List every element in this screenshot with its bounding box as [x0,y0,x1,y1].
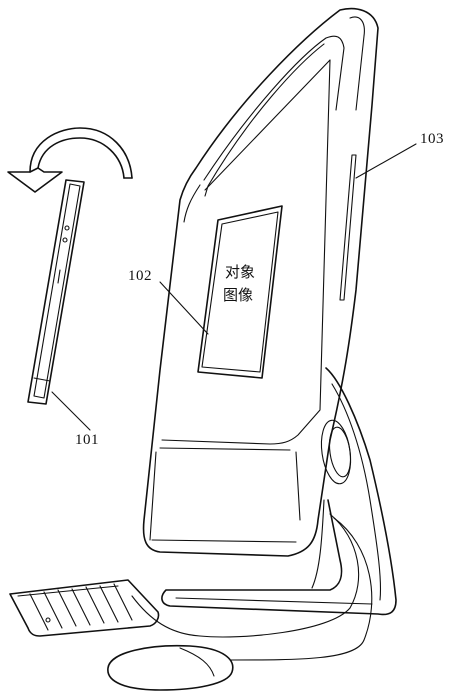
label-103: 103 [420,131,444,147]
rotation-arrow-icon [7,127,133,193]
monitor-stand [161,367,397,616]
handheld-device [27,179,85,405]
label-101: 101 [75,432,99,448]
leader-line-101 [51,391,91,431]
leader-line-102 [159,281,209,335]
keyboard [9,579,160,637]
mouse [107,644,234,691]
mouse-cable [229,517,373,661]
screen-text-line2: 图像 [222,286,253,304]
keyboard-cable [131,513,360,638]
screen-text-line1: 对象 [224,263,255,281]
label-102: 102 [128,268,152,284]
leader-line-103 [355,143,417,179]
monitor-body [142,7,379,557]
screen-image-panel [197,205,283,379]
